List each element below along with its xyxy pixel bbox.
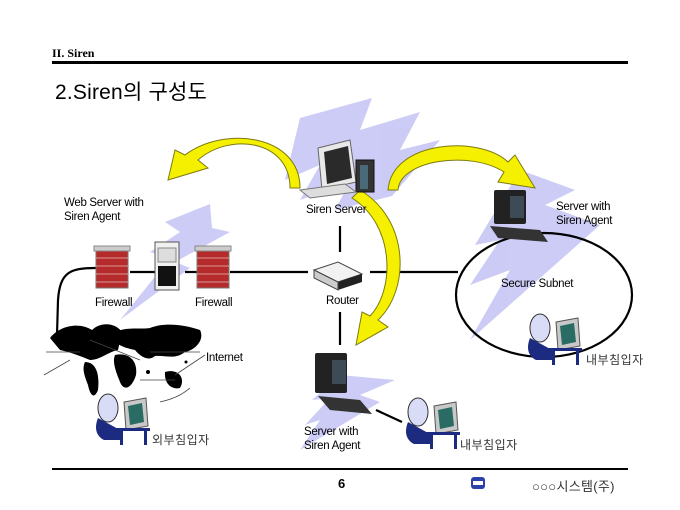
secure-subnet-label: Secure Subnet [501, 278, 574, 290]
internal-intruder-right-figure-icon [528, 313, 582, 365]
server-right-label: Server with Siren Agent [556, 200, 612, 228]
company-name: ○○○시스템(주) [532, 479, 615, 494]
router-icon [312, 261, 364, 291]
web-server-label: Web Server with Siren Agent [64, 196, 144, 224]
link-internet-fw [55, 266, 97, 336]
server-bottom-computer-icon [315, 353, 372, 414]
siren-server-computer-icon [298, 139, 375, 199]
lightning-bolt-right [470, 170, 600, 340]
firewall-right-label: Firewall [195, 297, 233, 309]
server-right-computer-icon [490, 190, 548, 242]
arrow-to-bottom-server [351, 189, 401, 346]
server-right-label-line1: Server with [556, 201, 611, 213]
header-divider [52, 61, 628, 64]
internal-intruder-bottom-figure-icon [406, 397, 460, 449]
internet-label: Internet [206, 352, 243, 364]
firewall-right-icon [194, 245, 232, 289]
server-bottom-label: Server with Siren Agent [304, 425, 360, 453]
web-server-label-line1: Web Server with [64, 197, 144, 209]
firewall-left-label: Firewall [95, 297, 133, 309]
lightning-bolt-bottom [300, 375, 395, 450]
external-intruder-label: 외부침입자 [152, 433, 210, 447]
internal-intruder-right-label: 내부침입자 [586, 353, 644, 367]
internal-intruder-bottom-label: 내부침입자 [460, 438, 518, 452]
firewall-left-icon [93, 245, 131, 289]
arrow-to-webserver [167, 137, 301, 189]
server-right-label-line2: Siren Agent [556, 215, 613, 227]
internet-links [43, 339, 206, 403]
company-logo-icon [470, 476, 486, 490]
arrow-to-right-server [387, 145, 536, 191]
page-title: 2.Siren의 구성도 [55, 81, 208, 104]
server-bottom-label-line2: Siren Agent [304, 440, 361, 452]
section-label: II. Siren [52, 46, 95, 60]
external-intruder-figure-icon [96, 393, 150, 445]
world-map-icon [50, 324, 202, 396]
link-server-intruder [375, 409, 403, 423]
server-bottom-label-line1: Server with [304, 426, 359, 438]
web-server-label-line2: Siren Agent [64, 211, 121, 223]
router-label: Router [326, 295, 359, 307]
page-number: 6 [338, 476, 346, 491]
siren-server-label: Siren Server [306, 204, 367, 216]
footer-divider [52, 468, 628, 470]
web-server-tower-icon [154, 241, 180, 291]
